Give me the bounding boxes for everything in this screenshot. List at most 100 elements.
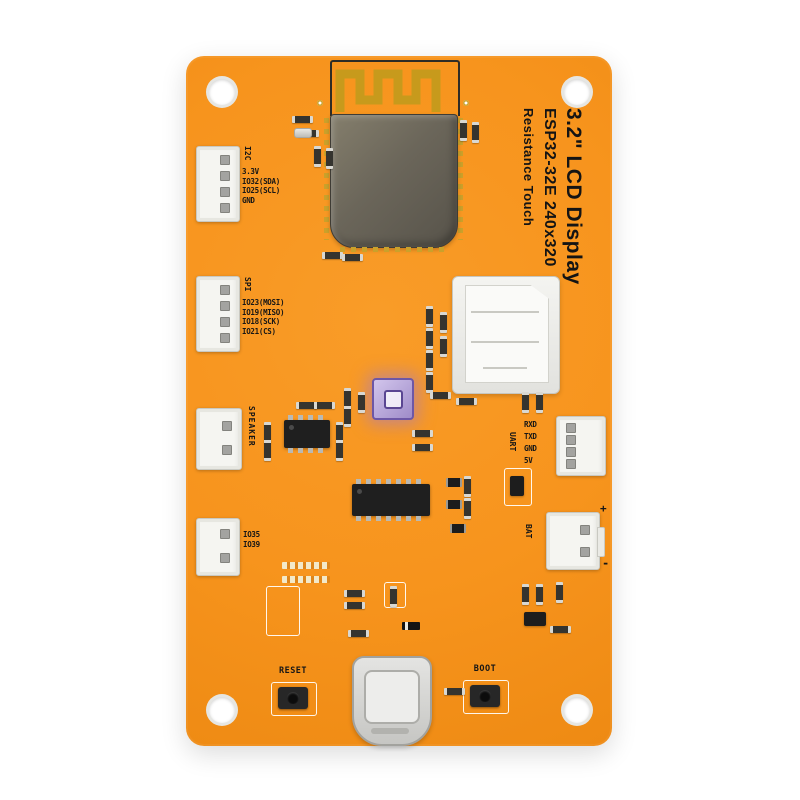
capacitor [358,392,365,413]
spi-pin-label: IO23(MOSI) [242,298,285,307]
capacitor [314,402,335,409]
module-castellation [458,118,463,240]
transistor [446,500,462,509]
diode [402,622,420,630]
capacitor [390,586,397,607]
resistor [430,392,451,399]
module-castellation [324,118,329,240]
connector-pin [220,203,230,213]
transistor [446,478,462,487]
sd-slot-detail [471,311,539,313]
connector-pin [220,155,230,165]
uart-pin-labels: RXD TXD GND 5V [524,419,537,467]
via-dot [463,100,469,106]
capacitor [426,372,433,393]
wifi-antenna-trace [335,69,441,112]
esp32-module-shield [330,114,458,248]
resistor [344,406,351,427]
capacitor [522,392,529,413]
capacitor [314,146,321,167]
esp32-antenna-area [330,60,460,116]
product-title: 3.2" LCD Display [562,108,585,285]
sd-slot-detail [471,341,539,343]
capacitor [440,312,447,333]
gpio-pin-labels: IO35 IO39 [243,530,260,549]
battery-connector [546,512,605,570]
resistor [412,444,433,451]
mounting-hole [209,79,235,105]
i2c-pin-label: 3.3V [242,167,259,176]
connector-pin [220,285,230,295]
connector-pin [220,553,230,563]
capacitor [344,602,365,609]
ic-chip [510,476,524,496]
resistor [336,440,343,461]
connector-pin [580,547,590,557]
speaker-label: SPEAKER [247,406,256,447]
boot-button-outline [463,680,509,714]
reset-button [278,687,308,709]
resistor [444,688,465,695]
ic-pin1-dot [289,425,294,430]
usb-c-port [352,656,432,746]
bat-label: BAT [524,524,533,539]
ic-chip [352,479,430,521]
resistor [412,430,433,437]
connector-pin [220,333,230,343]
i2c-pin-label: GND [242,195,255,205]
uart-pin-label: RXD [524,420,537,429]
resistor [344,590,365,597]
usb-c-shell-detail [364,670,420,724]
resistor [426,328,433,349]
uart-pin-label: TXD [524,432,537,441]
capacitor [326,148,333,169]
rgb-led-die [384,390,403,409]
connector-pin [566,447,576,457]
i2c-pin-label: IO32(SDA) [242,176,280,186]
product-subtitle: ESP32-32E 240x320 [541,108,558,267]
rgb-led [372,378,414,420]
spi-connector [196,276,240,352]
unpopulated-pads [282,562,330,569]
mounting-hole [209,697,235,723]
reset-button-label: RESET [278,666,308,676]
capacitor [460,120,467,141]
resistor [322,252,343,259]
capacitor [522,584,529,605]
unpopulated-pads [282,576,330,583]
spi-pin-label: IO18(SCK) [242,317,280,327]
ic-chip [284,415,330,453]
component-outline [384,582,406,608]
resistor [348,630,369,637]
resistor [426,306,433,327]
resistor [536,584,543,605]
bat-plus-mark: + [600,502,607,515]
ic-chip [524,612,546,626]
i2c-pin-labels: 3.3V IO32(SDA) IO25(SCL) GND [242,167,280,205]
gpio-pin-label: IO35 [243,530,260,539]
component-outline [266,586,300,636]
boot-button [470,685,500,707]
resistor [472,122,479,143]
boot-button-label: BOOT [473,664,497,674]
resistor [292,116,313,123]
connector-pin [580,525,590,535]
bat-minus-mark: - [602,556,610,570]
resistor [264,440,271,461]
resistor [464,498,471,519]
gpio-pin-label: IO39 [243,539,260,549]
reset-button-outline [271,682,317,716]
i2c-label: I2C [243,146,252,161]
crystal-oscillator [294,128,312,138]
mounting-hole [564,697,590,723]
ic-pin1-dot [357,489,362,494]
i2c-connector [196,146,240,222]
connector-pin [566,459,576,469]
spi-pin-labels: IO23(MOSI) IO19(MISO) IO18(SCK) IO21(CS) [242,298,284,336]
capacitor [426,350,433,371]
connector-pin [222,421,232,431]
uart-label: UART [508,432,517,452]
connector-pin [566,435,576,445]
connector-pin [220,187,230,197]
